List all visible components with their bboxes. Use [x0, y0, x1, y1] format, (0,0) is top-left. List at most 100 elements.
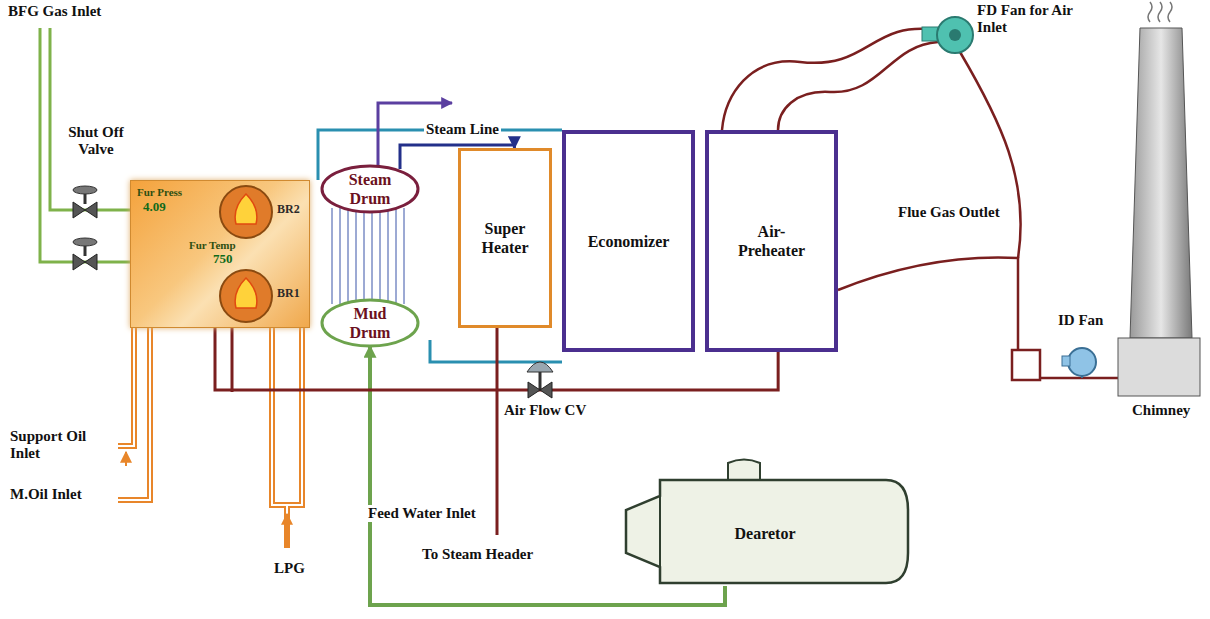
id-fan	[1062, 348, 1096, 378]
node-title: Dearetor	[735, 524, 796, 543]
air-duct	[231, 328, 234, 392]
part-label: Support Oil Inlet	[8, 428, 112, 462]
burner-tag: BR2	[277, 203, 300, 217]
node-title: Economizer	[588, 232, 670, 251]
steam-header-pipe	[496, 328, 499, 535]
oil-pipes	[118, 328, 302, 548]
furnace-box: Fur Press4.09BR2Fur Temp750BR1	[130, 180, 310, 328]
stack	[1130, 28, 1192, 338]
water-tube	[380, 208, 381, 304]
valve-stem	[84, 246, 87, 256]
water-tube	[404, 208, 405, 304]
part-label: Chimney	[1130, 402, 1192, 419]
chimney-stack	[1118, 2, 1200, 396]
air-duct	[960, 52, 1021, 258]
water-tubes	[332, 208, 404, 304]
part-label: ID Fan	[1056, 312, 1105, 329]
furnace-temp-value: 750	[213, 252, 233, 267]
tank-head-seam	[659, 496, 661, 567]
deaerator-tank: Dearetor	[620, 455, 910, 587]
fan-casing	[937, 17, 973, 53]
water-tube	[396, 208, 397, 304]
text-cell: Mud Drum	[320, 298, 420, 348]
water-tube	[364, 208, 365, 304]
part-label: FD Fan for Air Inlet	[975, 2, 1077, 36]
air-duct	[778, 42, 938, 130]
water-tube	[348, 208, 349, 304]
valve-body	[528, 382, 552, 398]
part-label: BFG Gas Inlet	[6, 3, 103, 20]
water-tube	[340, 208, 341, 304]
drum-shape	[322, 166, 418, 212]
pipe-bore	[286, 505, 288, 548]
node-title: Mud Drum	[339, 304, 401, 342]
steam-drum: Steam Drum	[320, 164, 420, 214]
fan-outlet	[1062, 356, 1070, 366]
connector-label: Steam Line	[424, 121, 501, 138]
water-tube	[332, 208, 333, 304]
support-oil-pipe	[118, 328, 134, 446]
valve-handwheel	[73, 238, 97, 246]
flue-gas-duct	[838, 257, 1018, 350]
text-cell: Super Heater	[461, 151, 549, 325]
valve-actuator	[527, 362, 553, 372]
water-tube	[372, 208, 373, 304]
text-cell: Dearetor	[620, 455, 910, 587]
stack-base	[1118, 338, 1200, 396]
air-flow-control-valve	[527, 362, 553, 398]
part-label: Shut Off Valve	[58, 124, 134, 158]
valve-stem	[84, 194, 87, 204]
burner	[220, 186, 272, 238]
valve-handwheel	[73, 186, 97, 194]
part-label: LPG	[272, 560, 307, 577]
part-label: Flue Gas Outlet	[896, 204, 1002, 221]
valve-body	[73, 202, 97, 218]
main-oil-pipe	[118, 328, 150, 500]
smoke	[1168, 2, 1172, 22]
burner	[220, 270, 272, 322]
air-preheater: Air-Preheater	[705, 130, 838, 352]
lpg-pipe	[284, 505, 290, 548]
text-cell: Economizer	[566, 134, 691, 348]
part-label: M.Oil Inlet	[8, 486, 84, 503]
flue-gas-duct	[1040, 377, 1124, 380]
node-title: Super Heater	[467, 219, 543, 257]
text-cell: Air-Preheater	[709, 134, 834, 348]
text-cell: Steam Drum	[320, 164, 420, 214]
furnace-pressure-label: Fur Press	[137, 186, 182, 199]
fd-fan	[922, 17, 973, 53]
node-title: Steam Drum	[339, 170, 401, 208]
pipe-bore	[118, 328, 134, 446]
water-tube	[388, 208, 389, 304]
oil-arrow	[125, 452, 127, 466]
tank-body	[626, 480, 908, 583]
shut-off-valve	[73, 186, 97, 218]
bfg-pipe	[50, 28, 130, 210]
air-duct	[722, 29, 938, 130]
lpg-arrow	[286, 514, 288, 548]
economizer: Economizer	[562, 130, 695, 352]
water-tube	[356, 208, 357, 304]
burner-ring	[220, 270, 272, 322]
burner-ring	[220, 186, 272, 238]
flue-gas-box	[1012, 350, 1040, 380]
flame	[235, 278, 257, 308]
valve-stem	[539, 370, 542, 390]
oil-pipe-bore	[118, 328, 302, 548]
pipe-bore	[118, 328, 150, 500]
flame	[235, 194, 257, 224]
valve-body	[73, 254, 97, 270]
smoke	[1158, 2, 1162, 22]
super-heater: Super Heater	[458, 148, 552, 328]
part-label: Air Flow CV	[502, 402, 588, 419]
drum-shape	[322, 300, 418, 346]
fan-stand	[1081, 376, 1083, 378]
node-title: Air-Preheater	[729, 222, 815, 260]
furnace-pressure-value: 4.09	[143, 200, 166, 215]
part-label: To Steam Header	[420, 546, 535, 563]
lpg-pipe	[272, 328, 302, 505]
fan-hub	[949, 29, 961, 41]
burner-tag: BR1	[277, 287, 300, 301]
